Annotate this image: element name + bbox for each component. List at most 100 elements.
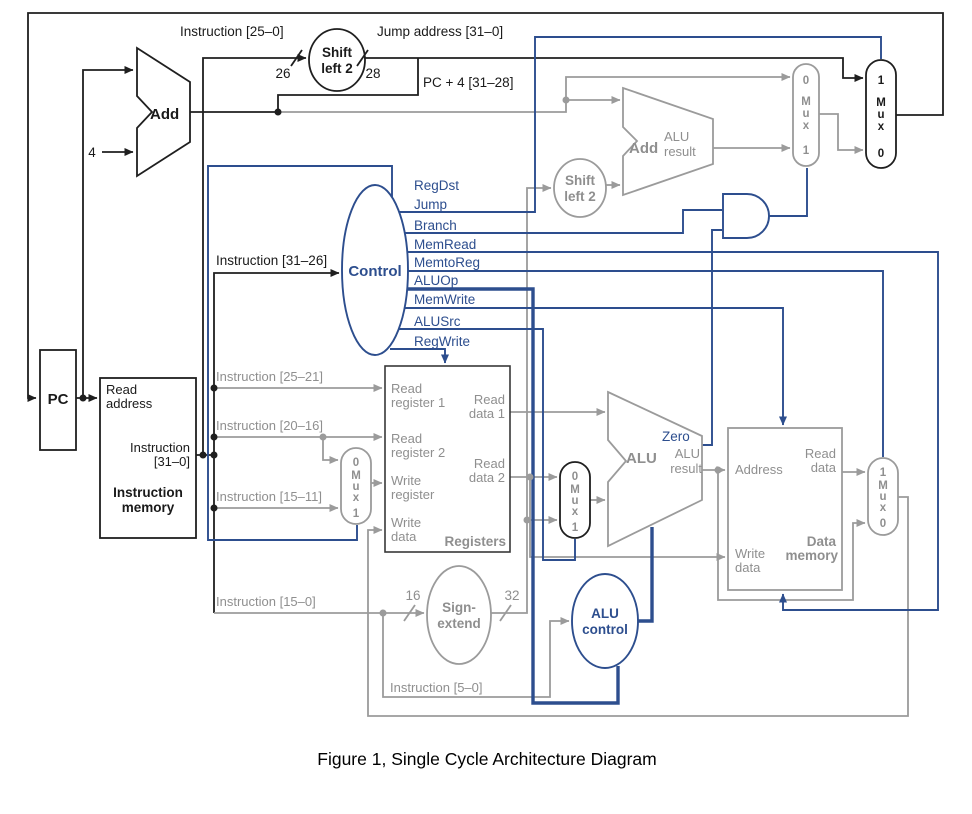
wire-instr25-0 xyxy=(202,54,307,455)
dm-rd-2: data xyxy=(811,460,837,475)
wire-memtoreg xyxy=(408,270,884,457)
signal-memwrite: MemWrite xyxy=(414,292,475,307)
jump-mux-1: 1 xyxy=(878,75,885,87)
junction-dot xyxy=(319,433,327,441)
sign-extend-2: extend xyxy=(437,616,481,631)
reg-rr1-1: Read xyxy=(391,381,422,396)
wire-instruction-bus xyxy=(213,269,340,613)
label-pc-plus-4: PC + 4 [31–28] xyxy=(423,75,513,90)
memtoreg-mux-u: u xyxy=(879,491,886,503)
wire-branch xyxy=(404,209,722,234)
reg-rr1-2: register 1 xyxy=(391,395,445,410)
wire-alusrc xyxy=(398,328,576,561)
pc-add-label: Add xyxy=(150,106,179,123)
figure-caption: Figure 1, Single Cycle Architecture Diag… xyxy=(317,749,656,769)
alu-result-2: result xyxy=(670,461,702,476)
reg-wd-1: Write xyxy=(391,515,421,530)
alu-control-shape xyxy=(571,573,639,669)
branch-add-label: Add xyxy=(629,140,658,157)
component-shapes xyxy=(39,28,899,669)
label-width-16: 16 xyxy=(405,588,420,603)
labels: Instruction [25–0] Jump address [31–0] P… xyxy=(48,24,888,769)
registers-title: Registers xyxy=(444,534,506,549)
data-memory-box xyxy=(727,427,843,591)
shiftl2-branch-2: left 2 xyxy=(564,189,596,204)
alu-control-1: ALU xyxy=(591,606,619,621)
imem-out-1: Instruction xyxy=(130,440,190,455)
dm-title-2: memory xyxy=(785,548,838,563)
shiftl2-jump-2: left 2 xyxy=(321,61,353,76)
reg-rr2-1: Read xyxy=(391,431,422,446)
junction-dot xyxy=(379,609,387,617)
junction-dot xyxy=(274,108,282,116)
wire-writeback xyxy=(367,496,909,717)
signal-memtoreg: MemtoReg xyxy=(414,255,480,270)
jump-mux-labels: 1 M u x 0 xyxy=(876,75,886,160)
label-instr15-0: Instruction [15–0] xyxy=(216,594,316,609)
memtoreg-mux-x: x xyxy=(880,502,887,514)
wire-instr5-0 xyxy=(382,613,570,698)
wire-aluresult-bypass xyxy=(717,470,866,601)
signal-memread: MemRead xyxy=(414,237,476,252)
regdst-mux-m: M xyxy=(351,470,361,482)
memtoreg-mux-labels: 1 M u x 0 xyxy=(878,467,888,530)
instruction-memory-box xyxy=(99,377,197,539)
label-instr25-21: Instruction [25–21] xyxy=(216,369,323,384)
signal-regdst: RegDst xyxy=(414,178,459,193)
alusrc-mux-1: 1 xyxy=(572,522,579,534)
signal-aluop: ALUOp xyxy=(414,273,458,288)
label-width-28: 28 xyxy=(365,66,380,81)
alusrc-mux-x: x xyxy=(572,506,579,518)
branch-add-shape xyxy=(622,86,714,197)
label-jump-address: Jump address [31–0] xyxy=(377,24,503,39)
branch-add-result-1: ALU xyxy=(664,129,689,144)
imem-title-1: Instruction xyxy=(113,485,183,500)
label-instr25-0: Instruction [25–0] xyxy=(180,24,284,39)
memtoreg-mux xyxy=(867,457,899,536)
wire-instr20-16-to-mux xyxy=(322,437,339,464)
signal-branch: Branch xyxy=(414,218,457,233)
junction-dots xyxy=(79,96,722,617)
branch-mux-0: 0 xyxy=(803,75,809,87)
alu-result-1: ALU xyxy=(675,446,700,461)
label-instr20-16: Instruction [20–16] xyxy=(216,418,323,433)
slash-28 xyxy=(356,49,369,67)
slash-16 xyxy=(403,604,416,622)
label-const4: 4 xyxy=(88,145,96,160)
slash-32 xyxy=(499,604,512,622)
wire-regdst xyxy=(207,165,393,541)
dm-rd-1: Read xyxy=(805,446,836,461)
shiftl2-jump-1: Shift xyxy=(322,45,352,60)
wire-zero xyxy=(702,229,722,446)
junction-dot xyxy=(199,451,207,459)
alusrc-mux-m: M xyxy=(570,484,580,496)
reg-rr2-2: register 2 xyxy=(391,445,445,460)
signal-jump: Jump xyxy=(414,197,447,212)
imem-readaddress-1: Read xyxy=(106,382,137,397)
wire-pc4-main xyxy=(278,73,791,113)
jump-mux-0: 0 xyxy=(878,148,884,160)
sign-extend-shape xyxy=(426,565,492,665)
jump-mux-u: u xyxy=(877,109,884,121)
pc-add-shape xyxy=(136,46,191,178)
wire-memwrite xyxy=(404,307,787,426)
alusrc-mux-labels: 0 M u x 1 xyxy=(570,471,580,534)
wire-jump xyxy=(398,36,882,213)
jump-mux xyxy=(865,59,897,169)
jump-mux-x: x xyxy=(878,121,885,133)
gray-wires xyxy=(214,73,909,717)
regdst-mux-1: 1 xyxy=(353,508,360,520)
dm-wd-2: data xyxy=(735,560,761,575)
shift-left-2-branch-shape xyxy=(553,158,607,218)
wire-andgate-out xyxy=(769,168,808,217)
reg-wd-2: data xyxy=(391,529,417,544)
reg-wr-1: Write xyxy=(391,473,421,488)
memtoreg-mux-1: 1 xyxy=(880,467,887,479)
pc-box xyxy=(39,349,77,451)
slash-26 xyxy=(290,49,303,67)
control-label: Control xyxy=(348,263,401,280)
regdst-mux-x: x xyxy=(353,492,360,504)
junction-dot xyxy=(210,384,218,392)
shift-left-2-jump-shape xyxy=(308,28,366,92)
